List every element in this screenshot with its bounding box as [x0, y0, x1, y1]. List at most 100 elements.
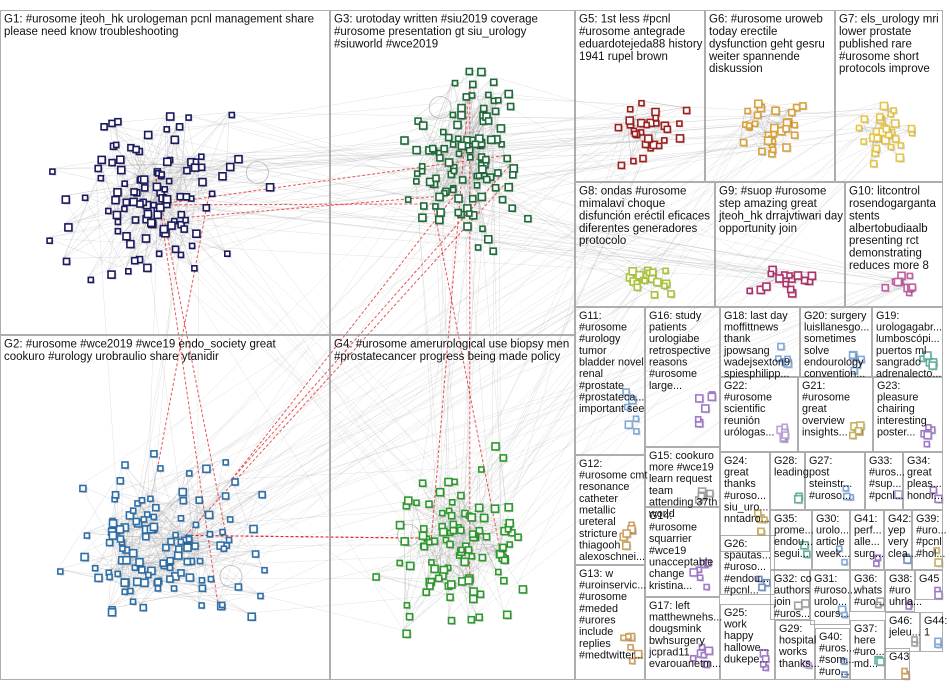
node[interactable] [161, 186, 168, 193]
node[interactable] [114, 117, 122, 126]
node[interactable] [627, 643, 634, 651]
node[interactable] [135, 557, 144, 567]
node[interactable] [694, 415, 702, 423]
node[interactable] [222, 459, 229, 466]
node[interactable] [872, 144, 881, 153]
node[interactable] [850, 366, 859, 375]
node[interactable] [138, 496, 146, 504]
node[interactable] [91, 564, 99, 572]
node[interactable] [143, 263, 152, 273]
node[interactable] [875, 113, 884, 121]
node[interactable] [890, 119, 900, 128]
node[interactable] [249, 524, 258, 534]
node[interactable] [457, 103, 466, 113]
node[interactable] [848, 351, 857, 360]
node[interactable] [800, 276, 809, 285]
node[interactable] [925, 423, 932, 431]
node[interactable] [757, 527, 765, 536]
node[interactable] [62, 257, 71, 266]
node[interactable] [625, 116, 635, 125]
node[interactable] [524, 214, 532, 223]
node[interactable] [454, 208, 463, 217]
node[interactable] [509, 164, 519, 173]
node[interactable] [188, 242, 196, 250]
node[interactable] [185, 573, 195, 582]
node[interactable] [762, 578, 771, 587]
node[interactable] [130, 256, 139, 265]
node[interactable] [444, 133, 453, 142]
node[interactable] [881, 283, 890, 292]
node[interactable] [136, 200, 144, 208]
node[interactable] [491, 184, 500, 192]
node[interactable] [170, 135, 180, 145]
node[interactable] [489, 247, 498, 255]
node[interactable] [457, 491, 465, 500]
node[interactable] [660, 137, 668, 144]
node[interactable] [500, 556, 509, 565]
node[interactable] [482, 155, 490, 164]
node[interactable] [793, 271, 803, 280]
node[interactable] [675, 134, 685, 143]
node[interactable] [192, 158, 200, 165]
node[interactable] [631, 130, 639, 138]
node[interactable] [894, 490, 903, 499]
node[interactable] [835, 545, 843, 552]
node[interactable] [202, 204, 211, 212]
node[interactable] [934, 590, 943, 600]
node[interactable] [206, 530, 214, 538]
node[interactable] [457, 110, 466, 120]
node[interactable] [405, 612, 414, 621]
node[interactable] [784, 355, 791, 363]
node[interactable] [404, 196, 412, 203]
node[interactable] [419, 525, 428, 533]
node[interactable] [403, 601, 411, 609]
node[interactable] [113, 188, 122, 197]
node[interactable] [418, 531, 428, 541]
node[interactable] [403, 496, 413, 505]
node[interactable] [402, 629, 411, 639]
node[interactable] [467, 615, 476, 624]
node[interactable] [744, 107, 751, 115]
node[interactable] [643, 121, 650, 129]
node[interactable] [439, 128, 447, 136]
node[interactable] [506, 102, 515, 111]
node[interactable] [449, 111, 457, 119]
node[interactable] [150, 513, 158, 521]
node[interactable] [506, 541, 514, 548]
node[interactable] [933, 547, 940, 554]
node[interactable] [758, 147, 766, 156]
node[interactable] [454, 135, 462, 142]
node[interactable] [890, 107, 898, 114]
node[interactable] [147, 218, 156, 228]
node[interactable] [652, 114, 660, 122]
node[interactable] [191, 542, 199, 550]
node[interactable] [633, 427, 640, 435]
node[interactable] [451, 478, 458, 486]
node[interactable] [257, 592, 264, 600]
node[interactable] [630, 157, 637, 165]
node[interactable] [855, 124, 863, 132]
node[interactable] [453, 120, 462, 130]
node[interactable] [702, 660, 710, 669]
node[interactable] [412, 145, 421, 155]
node[interactable] [759, 660, 767, 668]
node[interactable] [753, 99, 763, 109]
node[interactable] [676, 120, 683, 127]
node[interactable] [121, 461, 129, 469]
node[interactable] [854, 426, 863, 435]
node[interactable] [138, 566, 146, 574]
node[interactable] [457, 141, 467, 151]
node[interactable] [172, 531, 179, 539]
node[interactable] [934, 637, 942, 646]
node[interactable] [628, 266, 638, 276]
node[interactable] [159, 559, 167, 568]
node[interactable] [436, 208, 445, 217]
node[interactable] [167, 537, 175, 546]
node[interactable] [703, 559, 712, 567]
node[interactable] [105, 207, 112, 215]
node[interactable] [873, 134, 882, 142]
node[interactable] [707, 392, 717, 402]
node[interactable] [131, 216, 140, 224]
node[interactable] [934, 494, 943, 504]
node[interactable] [191, 264, 198, 272]
